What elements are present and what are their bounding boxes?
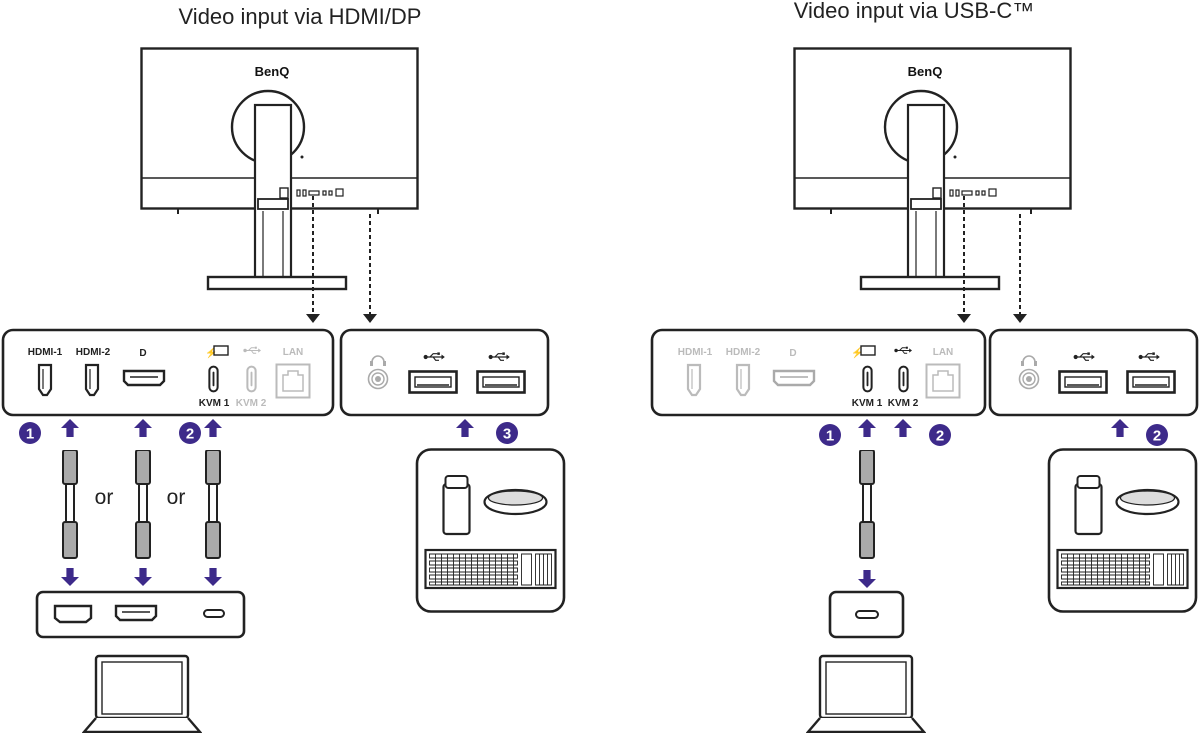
usb-a-port xyxy=(476,370,526,394)
left-title: Video input via HDMI/DP xyxy=(179,4,422,29)
brand-logo: BenQ xyxy=(255,64,290,79)
hdmi2-label: HDMI-2 xyxy=(76,347,111,358)
kvm2-label: KVM 2 xyxy=(888,398,919,409)
arrow-down xyxy=(858,570,876,588)
svg-text:3: 3 xyxy=(503,426,511,443)
hdmi1-label: HDMI-1 xyxy=(28,347,63,358)
dashed-arrowheads xyxy=(957,314,1027,323)
laptop-small-icon xyxy=(213,345,229,356)
kvm1-usbc-port xyxy=(862,365,873,393)
usb-a-port xyxy=(408,370,458,394)
dp-port xyxy=(122,369,166,387)
video-port-panel: HDMI-1 HDMI-2 D ⚡ LAN KVM 1 KVM 2 xyxy=(1,328,335,417)
hdmi2-port xyxy=(735,363,751,397)
peripherals-box xyxy=(415,448,566,613)
laptop xyxy=(806,654,926,733)
svg-text:1: 1 xyxy=(26,426,34,443)
usb-a-port xyxy=(1126,370,1176,394)
lan-port xyxy=(925,363,961,399)
left-diagram: Video input via HDMI/DP BenQ HDMI-1 HDMI… xyxy=(1,4,566,733)
monitor: BenQ xyxy=(793,47,1072,291)
step-badges: 1 2 3 xyxy=(19,422,518,444)
usb-port-panel xyxy=(339,328,550,417)
arrows-up xyxy=(858,419,1129,437)
dp-icon: D xyxy=(139,348,146,359)
step-badges: 1 2 2 xyxy=(819,424,1168,446)
or-label: or xyxy=(95,486,114,509)
dp-port xyxy=(772,369,816,387)
dp-icon: D xyxy=(789,348,796,359)
cables xyxy=(62,450,221,559)
video-port-panel: HDMI-1 HDMI-2 D ⚡ LAN KVM 1 KVM 2 xyxy=(650,328,987,417)
laptop-port-panel xyxy=(35,590,246,639)
kvm1-label: KVM 1 xyxy=(199,398,230,409)
brand-logo: BenQ xyxy=(908,64,943,79)
kvm1-label: KVM 1 xyxy=(852,398,883,409)
usb-port-panel xyxy=(988,328,1199,417)
lan-port xyxy=(275,363,311,399)
cable xyxy=(859,450,875,559)
usbc-port xyxy=(203,609,225,618)
lan-label: LAN xyxy=(283,347,304,358)
svg-text:2: 2 xyxy=(186,426,194,443)
kvm2-usbc-port xyxy=(898,365,909,393)
dashed-arrowheads xyxy=(306,314,377,323)
hdmi-port xyxy=(53,604,93,624)
svg-text:2: 2 xyxy=(1153,428,1161,445)
hdmi1-port xyxy=(37,363,53,397)
lan-label: LAN xyxy=(933,347,954,358)
kvm1-usbc-port xyxy=(208,365,219,393)
kvm2-usbc-port xyxy=(246,365,257,393)
dashed-arrows xyxy=(963,196,1021,316)
hdmi2-label: HDMI-2 xyxy=(726,347,761,358)
hdmi1-label: HDMI-1 xyxy=(678,347,713,358)
arrows-up xyxy=(61,419,474,437)
svg-text:1: 1 xyxy=(826,428,834,445)
laptop xyxy=(82,654,202,733)
right-title: Video input via USB-C™ xyxy=(794,0,1035,23)
laptop-port-panel xyxy=(828,590,905,639)
hdmi1-port xyxy=(686,363,702,397)
right-diagram: Video input via USB-C™ BenQ HDMI-1 HDMI-… xyxy=(650,0,1199,733)
laptop-small-icon xyxy=(860,345,876,356)
arrows-down xyxy=(61,568,222,586)
peripherals-box xyxy=(1047,448,1198,613)
svg-text:2: 2 xyxy=(936,428,944,445)
dp-port xyxy=(114,604,158,622)
or-label: or xyxy=(167,486,186,509)
usbc-port xyxy=(855,610,879,619)
usb-a-port xyxy=(1058,370,1108,394)
monitor: BenQ xyxy=(140,47,419,291)
dashed-arrows xyxy=(312,196,371,316)
kvm2-label: KVM 2 xyxy=(236,398,267,409)
hdmi2-port xyxy=(84,363,100,397)
thunder-icon: ⚡ xyxy=(205,346,217,359)
